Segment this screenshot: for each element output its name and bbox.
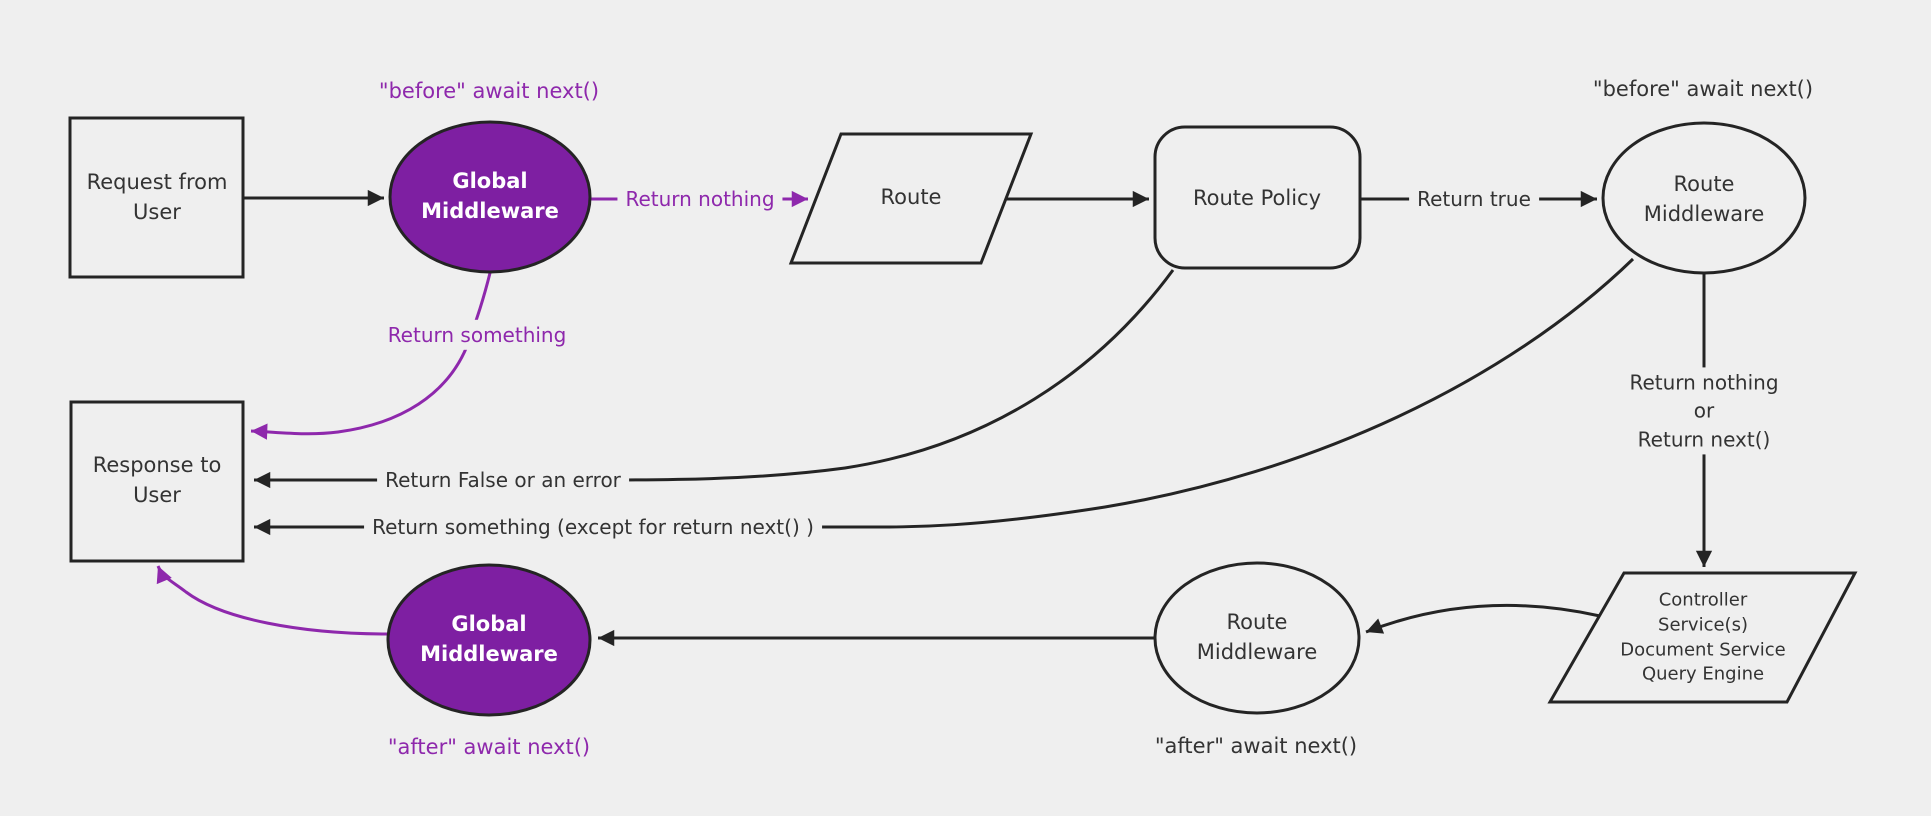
annotation-after-await-left: "after" await next() [387,735,591,760]
node-route-middleware-bottom-label: Route Middleware [1196,610,1318,664]
node-global-middleware-top-shape [388,120,592,274]
node-request-shape [68,116,245,279]
node-controller-shape [1547,571,1858,704]
node-global-middleware-bottom-label: Global Middleware [420,612,558,666]
edge-label-return-something: Return something [379,319,575,351]
edge-label-return-false-or-error: Return False or an error [377,464,629,496]
node-route-label: Route [880,185,942,210]
node-route-shape [788,132,1034,265]
edge-route-middleware-return-something-to-response [254,257,1635,536]
edge-label-return-nothing-or-next: Return nothing or Return next() [1621,367,1787,455]
annotation-before-await-right: "before" await next() [1592,77,1814,102]
node-route-policy-label: Route Policy [1192,186,1322,211]
edge-route-policy-return-false-to-response [254,269,1175,489]
node-global-middleware-bottom-shape [386,563,592,717]
node-route-policy-shape [1153,125,1362,270]
edge-label-return-true: Return true [1409,183,1539,215]
edge-global-middleware-bottom-to-response [156,565,390,636]
node-response-label: Response to User [92,453,222,507]
node-controller-label: Controller Service(s) Document Service Q… [1620,589,1786,685]
edge-label-return-something-except: Return something (except for return next… [364,511,822,543]
node-request-label: Request from User [86,170,228,224]
node-response-shape [69,400,245,563]
edge-global-middleware-return-something-to-response [250,272,492,440]
edge-label-return-nothing: Return nothing [617,183,783,215]
node-global-middleware-top-label: Global Middleware [421,169,559,223]
node-route-middleware-bottom-shape [1153,561,1361,715]
node-route-middleware-top-shape [1601,121,1807,275]
node-route-middleware-top-label: Route Middleware [1643,172,1765,226]
edge-controller-to-route-middleware-bottom [1365,603,1601,634]
annotation-before-await-left: "before" await next() [378,79,600,104]
annotation-after-await-right: "after" await next() [1154,734,1358,759]
